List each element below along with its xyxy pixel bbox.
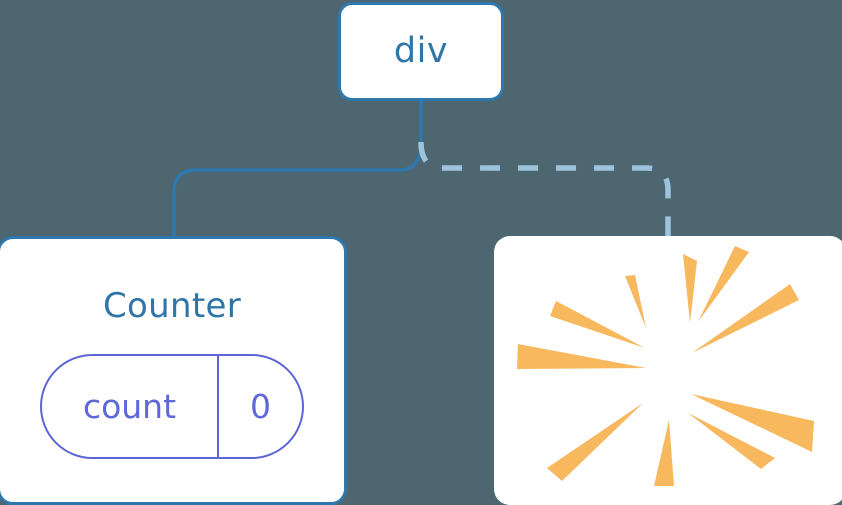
node-div-label: div (393, 31, 449, 71)
node-sparkle[interactable] (494, 236, 842, 505)
edge-root-to-sparkle (418, 141, 671, 240)
state-pill-count[interactable]: count 0 (40, 354, 304, 459)
edge-root-to-counter (172, 141, 423, 240)
node-div[interactable]: div (338, 2, 504, 101)
state-value-label: 0 (217, 356, 302, 457)
sparkle-burst-icon (517, 246, 814, 486)
state-key-label: count (82, 387, 177, 426)
node-counter-label: Counter (103, 286, 241, 326)
node-counter[interactable]: Counter count 0 (0, 236, 347, 505)
